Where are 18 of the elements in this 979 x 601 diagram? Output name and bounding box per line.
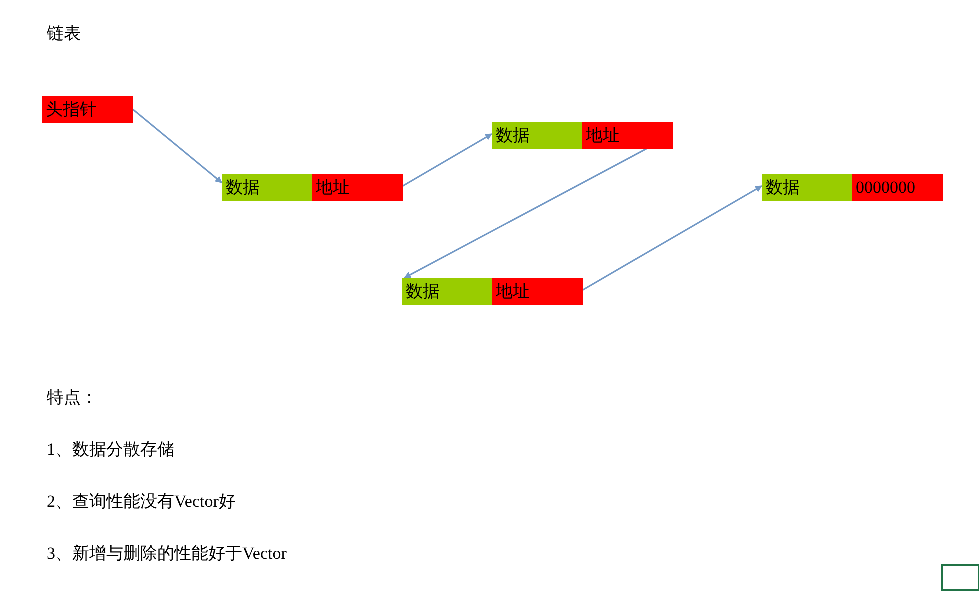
feature-note: 2、查询性能没有Vector好 <box>47 491 236 513</box>
address-cell: 地址 <box>312 174 403 201</box>
arrow <box>402 133 493 187</box>
address-cell: 地址 <box>492 278 583 305</box>
data-cell: 数据 <box>492 122 583 149</box>
data-cell: 数据 <box>762 174 853 201</box>
feature-note: 3、新增与删除的性能好于Vector <box>47 543 287 565</box>
feature-note: 1、数据分散存储 <box>47 439 174 461</box>
address-cell: 地址 <box>582 122 673 149</box>
title: 链表 <box>47 23 81 45</box>
head-pointer-cell: 头指针 <box>42 96 133 123</box>
address-cell: 0000000 <box>852 174 943 201</box>
section-heading: 特点： <box>47 387 98 409</box>
arrow <box>582 185 763 291</box>
arrow <box>132 108 223 184</box>
data-cell: 数据 <box>402 278 493 305</box>
arrow <box>404 148 647 279</box>
data-cell: 数据 <box>222 174 313 201</box>
